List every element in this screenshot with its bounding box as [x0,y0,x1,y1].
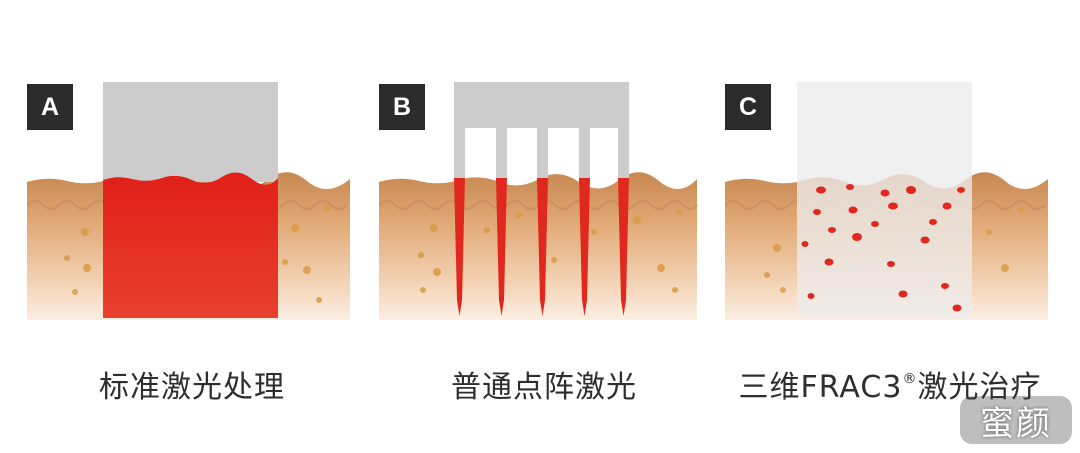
panel-a: A 标准激光处理 [27,0,357,453]
registered-mark: ® [902,371,918,387]
panel-b: B 普通点阵激光 [379,0,709,453]
standard-laser-diagram [27,82,350,320]
fractional-laser-diagram [379,82,698,320]
panel-caption: 三维FRAC3®激光治疗 [725,362,1055,406]
laser-beam [103,82,278,182]
caption-tail: 激光治疗 [917,370,1042,405]
ablation-spots [801,184,965,312]
ablation-columns [454,178,629,316]
watermark-logo: 蜜颜 [960,396,1072,444]
panel-label-badge: B [379,84,425,130]
ablation-zone [103,172,278,318]
panel-label-badge: A [27,84,73,130]
panel-c: C 三维FRAC3®激光治疗 [725,0,1055,453]
laser-beam [797,82,972,318]
panel-label-badge: C [725,84,771,130]
frac3-laser-diagram [725,82,1048,320]
watermark-text: 蜜颜 [980,403,1052,444]
panel-caption: 普通点阵激光 [451,370,637,405]
laser-beam [454,82,629,182]
caption-main: 三维FRAC3 [738,370,903,405]
panel-caption: 标准激光处理 [99,370,285,405]
